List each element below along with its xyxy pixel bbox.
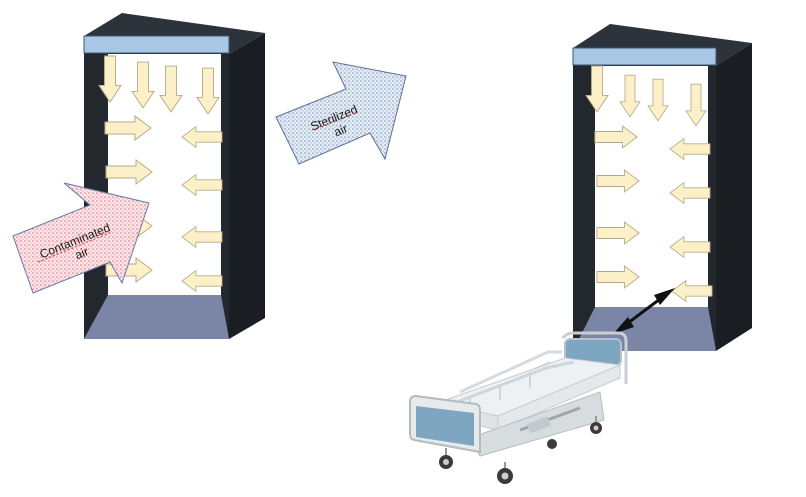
left-cabinet-floor xyxy=(84,295,229,339)
left-cabinet-side xyxy=(229,33,265,339)
left-cabinet-ceiling xyxy=(83,35,230,54)
bed-wheel xyxy=(439,448,453,469)
sterilized-air-arrow: Sterilized air xyxy=(275,61,407,165)
bed-wheel xyxy=(547,439,557,449)
contaminated-air-arrow: Contaminated air xyxy=(12,182,150,294)
spellcheck-underline xyxy=(311,111,359,131)
right-cabinet-side xyxy=(716,43,752,351)
bed-wheel xyxy=(590,416,602,434)
left-air-cabinet xyxy=(83,13,265,339)
sterilized-label-line2: air xyxy=(332,121,350,139)
contaminated-label-line2: air xyxy=(73,244,91,262)
sterilized-arrow-shape xyxy=(275,61,407,165)
bed-foot-panel xyxy=(416,406,474,446)
double-headed-arrow-icon xyxy=(613,288,675,334)
hospital-bed-icon xyxy=(409,331,628,484)
contaminated-arrow-shape xyxy=(12,182,150,294)
spellcheck-underline xyxy=(37,231,113,263)
bed-wheel xyxy=(497,462,513,484)
right-cabinet-ceiling xyxy=(572,47,717,66)
right-air-cabinet xyxy=(572,24,752,351)
